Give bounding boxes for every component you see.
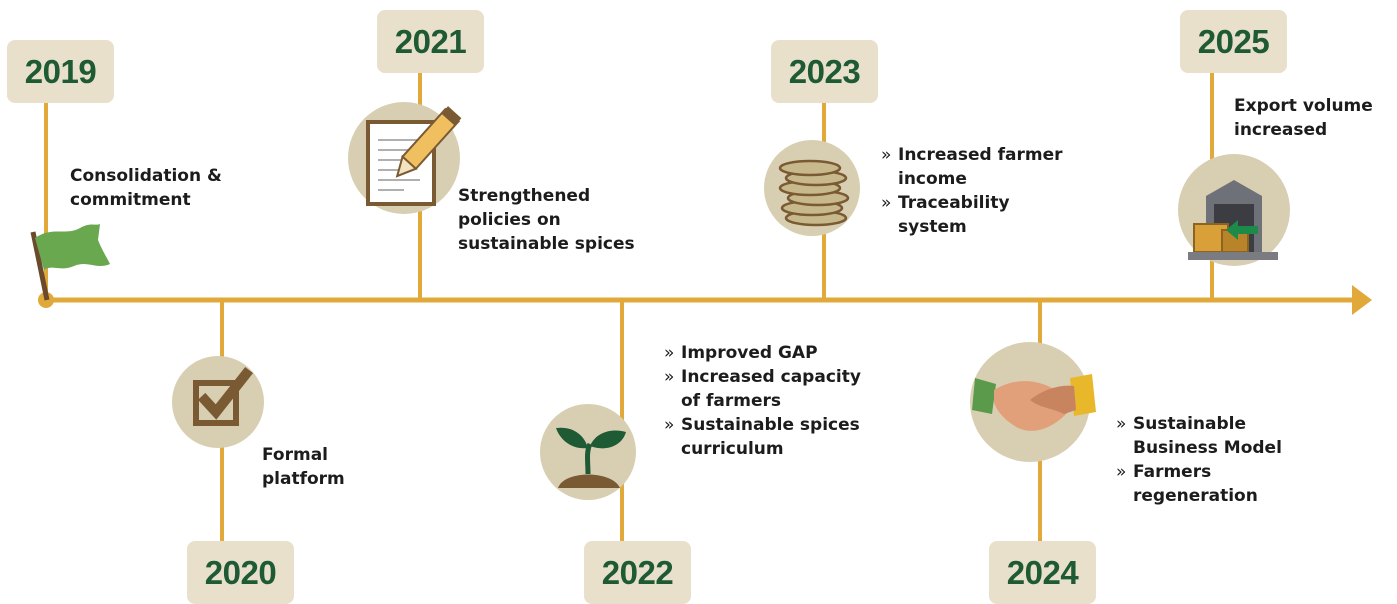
milestone-text-2021: Strengthened policies on sustainable spi…: [458, 186, 635, 254]
milestone-text-2020: Formal platform: [262, 445, 345, 489]
milestone-list-2024: Sustainable Business Model Farmers regen…: [1116, 412, 1316, 508]
year-tag-2023: 2023: [771, 40, 878, 103]
coin-stack-icon: [764, 140, 860, 236]
green-flag-icon: [30, 224, 110, 301]
year-tag-2025: 2025: [1180, 10, 1287, 73]
milestone-bullet: Traceability system: [881, 191, 1081, 239]
year-tag-2022: 2022: [584, 541, 691, 604]
timeline-arrowhead: [1352, 285, 1372, 315]
seedling-icon: [540, 404, 636, 500]
year-tag-2020: 2020: [187, 541, 294, 604]
milestone-bullet: Sustainable spices curriculum: [664, 413, 884, 461]
document-pencil-icon: [348, 102, 462, 214]
milestone-bullet: Sustainable Business Model: [1116, 412, 1316, 460]
checkbox-check-icon: [172, 356, 264, 448]
handshake-icon: [970, 342, 1096, 462]
milestone-text-2025: Export volume increased: [1234, 96, 1373, 140]
milestone-bullet: Increased farmer income: [881, 143, 1081, 191]
year-tag-2021: 2021: [377, 10, 484, 73]
year-tag-2019: 2019: [7, 40, 114, 103]
milestone-bullet: Improved GAP: [664, 341, 884, 365]
milestone-list-2022: Improved GAP Increased capacity of farme…: [664, 341, 884, 461]
milestone-bullet: Farmers regeneration: [1116, 460, 1316, 508]
milestone-text-2019: Consolidation & commitment: [70, 166, 222, 210]
milestone-list-2023: Increased farmer income Traceability sys…: [881, 143, 1081, 239]
warehouse-export-icon: [1178, 154, 1290, 266]
milestone-bullet: Increased capacity of farmers: [664, 365, 884, 413]
year-tag-2024: 2024: [989, 541, 1096, 604]
